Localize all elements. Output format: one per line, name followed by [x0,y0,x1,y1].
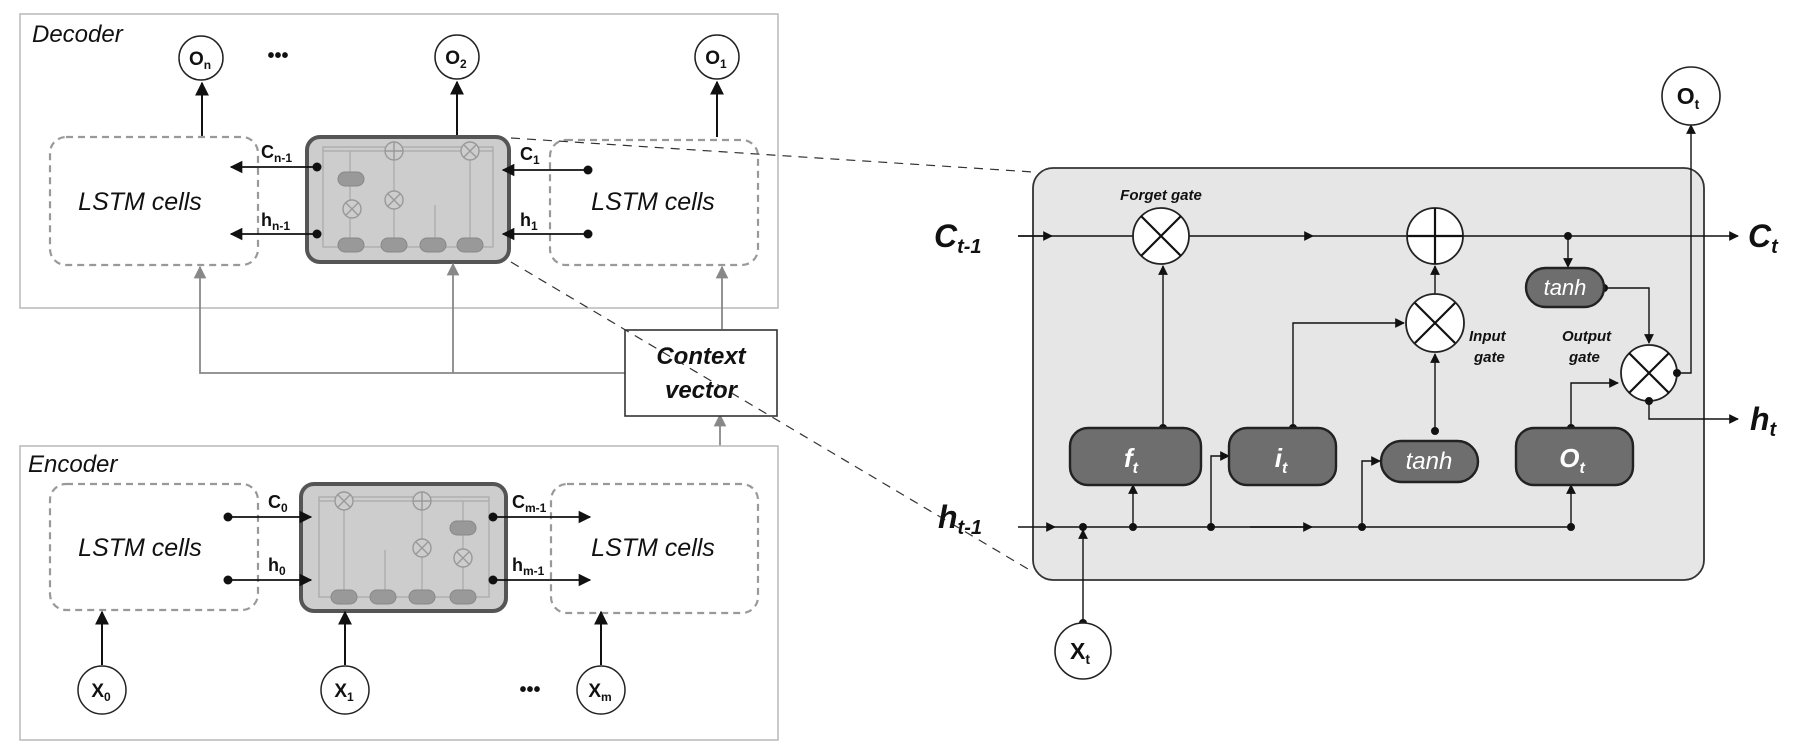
forget-gate-multiply [1132,207,1190,432]
svg-text:Ot: Ot [1559,443,1585,477]
decoder-title: Decoder [32,21,124,48]
decoder-output-o1: O1 [694,34,740,80]
output-gate-multiply [1563,124,1739,432]
decoder-output-on: On [178,35,224,81]
encoder-h-right-arrow: hm-1 [488,555,592,587]
c-prev-label: Ct-1 [934,218,982,258]
svg-text:C1: C1 [520,144,540,167]
svg-text:h0: h0 [268,555,286,578]
encoder-c-left-arrow: C0 [223,492,313,524]
h-next-label: ht [1750,401,1778,441]
encoder-left-cells-label: LSTM cells [78,534,202,562]
context-vector-line1: Context [656,343,746,370]
encoder-right-lstm-cells [549,482,760,615]
encoder-input-x0: X0 [77,665,127,715]
decoder-left-cells-label: LSTM cells [78,188,202,216]
svg-text:Cm-1: Cm-1 [512,492,547,515]
output-block: Ot [1514,426,1635,487]
input-gate-label-1: Input [1469,328,1507,345]
svg-text:hm-1: hm-1 [512,555,545,578]
output-gate-label-2: gate [1568,349,1600,366]
forget-gate-label: Forget gate [1120,187,1202,204]
svg-text:hn-1: hn-1 [261,210,290,233]
context-vector-line2: vector [665,377,739,404]
cell-add [1406,207,1464,265]
encoder-ellipsis: ••• [519,679,540,701]
tanh-input-block: tanh [1379,439,1480,484]
encoder-c-right-arrow: Cm-1 [488,492,592,524]
encoder-right-cells-label: LSTM cells [591,534,715,562]
gate-input-wires [1128,451,1576,527]
tanh-output-block [1524,266,1606,309]
decoder-frame [19,13,779,309]
svg-text:Cn-1: Cn-1 [261,142,292,165]
svg-text:Ot: Ot [1677,83,1700,112]
h-prev-label: ht-1 [938,499,982,539]
input-gate-label-2: gate [1473,349,1505,366]
svg-text:h1: h1 [520,210,538,233]
tanh-output-label: tanh [1544,275,1587,300]
svg-text:O2: O2 [445,48,467,71]
svg-text:O1: O1 [705,48,727,71]
decoder-h-right-arrow: h1 [501,210,593,241]
svg-text:Xt: Xt [1070,638,1090,667]
decoder-right-lstm-cells [548,138,760,267]
xt-input: Xt [1054,529,1112,680]
encoder-input-x1: X1 [320,665,370,715]
context-distribution-lines [193,262,729,446]
decoder-left-lstm-cells [48,135,260,267]
svg-text:it: it [1275,443,1288,477]
svg-text:X0: X0 [91,681,111,704]
forget-block: ft [1068,426,1203,487]
input-gate-multiply [1289,265,1465,435]
decoder-right-cells-label: LSTM cells [591,188,715,216]
decoder-h-left-arrow: hn-1 [229,210,322,241]
encoder-left-lstm-cells [48,482,260,612]
svg-text:On: On [189,49,211,72]
decoder-c-right-arrow: C1 [501,144,593,177]
output-gate-label-1: Output [1562,328,1612,345]
decoder-lstm-cell-mini [305,135,511,264]
c-next-label: Ct [1748,218,1779,258]
encoder-h-left-arrow: h0 [223,555,313,587]
svg-text:tanh: tanh [1406,448,1453,475]
svg-text:X1: X1 [334,681,354,704]
svg-text:Xm: Xm [588,681,611,704]
ot-output: Ot [1661,66,1721,126]
decoder-c-left-arrow: Cn-1 [229,142,322,174]
encoder-input-xm: Xm [576,665,626,715]
encoder-title: Encoder [28,451,118,478]
svg-text:ft: ft [1124,443,1139,477]
encoder-frame [19,445,779,741]
zoom-line-bottom [510,261,1034,573]
input-block: it [1227,426,1338,487]
decoder-output-o2: O2 [434,34,480,80]
encoder-lstm-cell-mini [299,482,508,613]
zoom-line-top [510,137,1034,173]
svg-text:C0: C0 [268,492,288,515]
decoder-ellipsis: ••• [267,45,288,67]
